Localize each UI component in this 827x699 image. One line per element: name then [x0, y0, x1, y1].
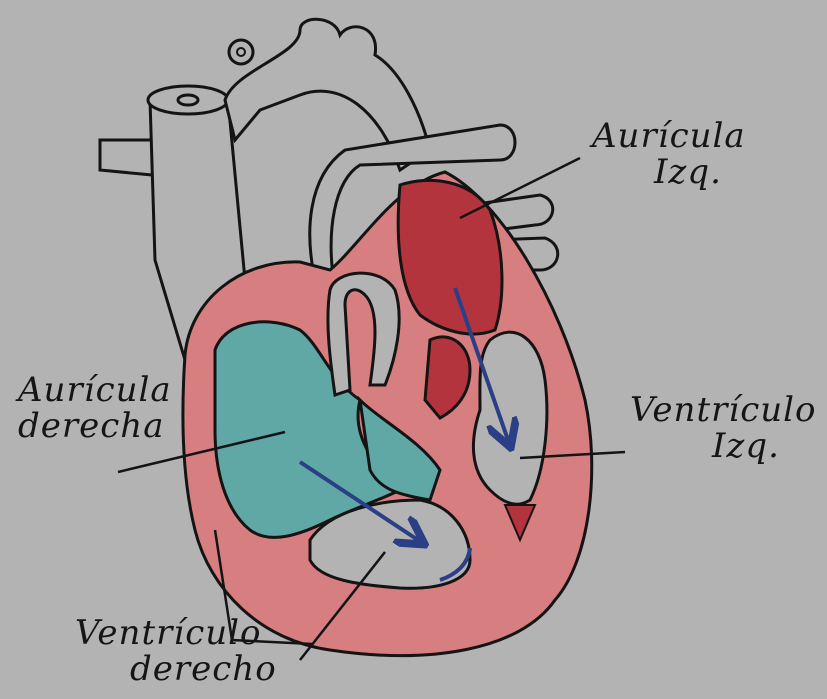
label-left-ventricle-line2: Izq.	[630, 428, 817, 464]
label-left-atrium-line1: Aurícula	[592, 118, 746, 154]
label-right-atrium-line2: derecha	[18, 408, 172, 444]
label-right-ventricle-line1: Ventrículo	[75, 615, 277, 651]
label-right-ventricle-line2: derecho	[75, 651, 277, 687]
label-right-ventricle: Ventrículo derecho	[75, 615, 277, 687]
label-left-atrium: Aurícula Izq.	[592, 118, 746, 190]
label-left-ventricle: Ventrículo Izq.	[630, 392, 817, 464]
label-right-atrium-line1: Aurícula	[18, 372, 172, 408]
label-left-atrium-line2: Izq.	[592, 154, 746, 190]
left-ventricle-chamber	[473, 332, 546, 504]
label-left-ventricle-line1: Ventrículo	[630, 392, 817, 428]
label-right-atrium: Aurícula derecha	[18, 372, 172, 444]
